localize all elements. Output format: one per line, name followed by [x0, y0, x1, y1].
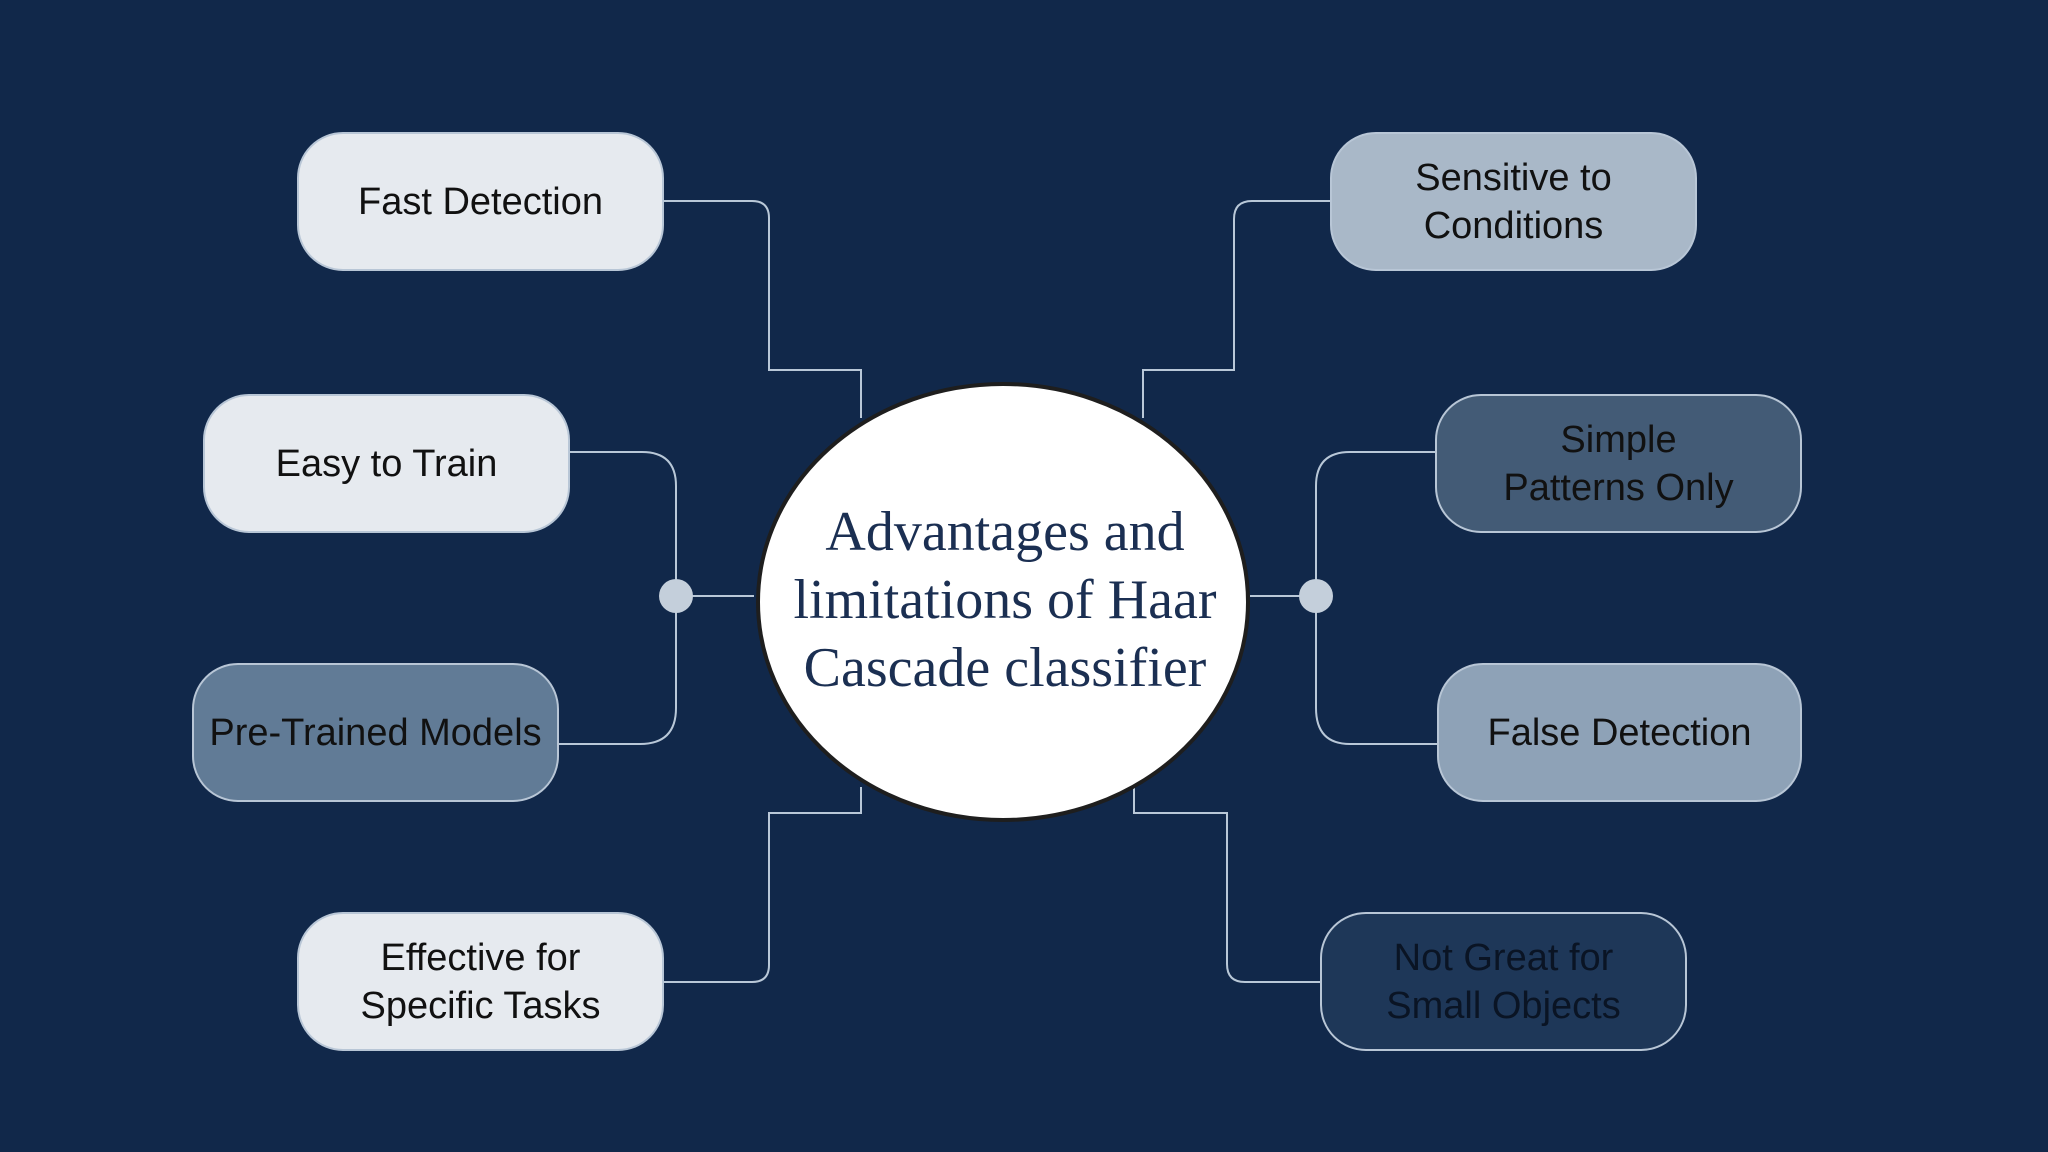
connector-easy-to-train [570, 451, 677, 596]
node-label: False Detection [1487, 711, 1752, 754]
node-label: Simple Patterns Only [1503, 418, 1734, 509]
node-pre-trained-models: Pre-Trained Models [192, 663, 559, 802]
node-sensitive-conditions: Sensitive to Conditions [1330, 132, 1697, 271]
node-small-objects: Not Great for Small Objects [1320, 912, 1687, 1051]
connector-simple-patterns [1315, 451, 1435, 596]
node-false-detection: False Detection [1437, 663, 1802, 802]
connector-pre-trained-models [558, 596, 677, 745]
node-simple-patterns: Simple Patterns Only [1435, 394, 1802, 533]
connectors [558, 200, 1437, 983]
node-label: Pre-Trained Models [209, 711, 542, 754]
left-junction-dot [659, 579, 693, 613]
connector-false-detection [1315, 596, 1437, 745]
node-label: Effective for Specific Tasks [360, 936, 601, 1027]
connector-sensitive-conditions [1142, 200, 1330, 418]
center-title: Advantages and limitations of Haar Casca… [793, 501, 1217, 699]
center-ellipse [756, 382, 1250, 822]
node-label: Fast Detection [358, 180, 603, 223]
node-label: Sensitive to Conditions [1415, 156, 1612, 247]
node-label: Easy to Train [275, 442, 498, 485]
connector-effective-specific-tasks [664, 787, 862, 983]
node-label: Not Great for Small Objects [1386, 936, 1621, 1027]
right-junction-dot [1299, 579, 1333, 613]
connector-fast-detection [664, 200, 862, 418]
connector-small-objects [1133, 787, 1320, 983]
node-fast-detection: Fast Detection [297, 132, 664, 271]
node-effective-specific-tasks: Effective for Specific Tasks [297, 912, 664, 1051]
node-easy-to-train: Easy to Train [203, 394, 570, 533]
